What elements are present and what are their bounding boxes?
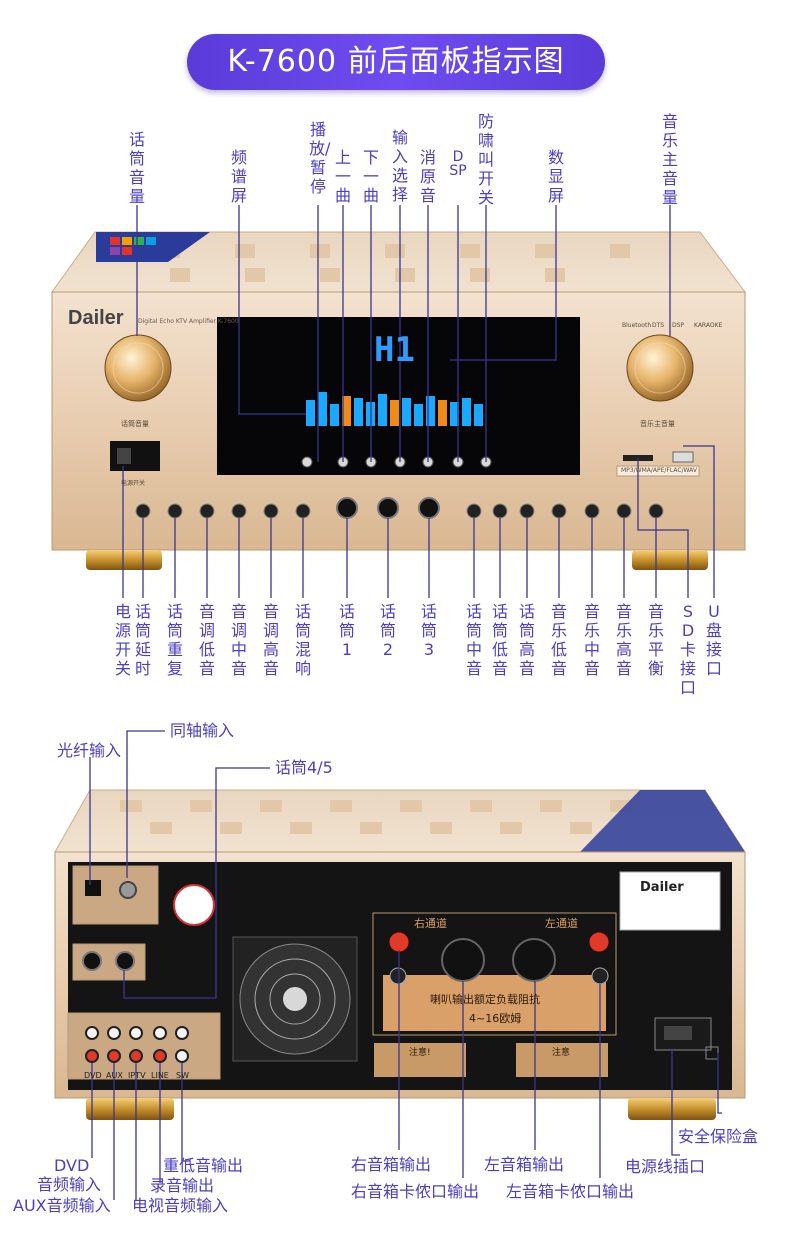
label-aux-input: AUX音频输入 [13,1196,111,1215]
label-mic-treble: 话筒高音 [518,602,535,678]
label-mic-2: 话筒2 [379,602,396,659]
label-music-bass: 音乐低音 [550,602,567,678]
label-music-mid: 音乐中音 [583,602,600,678]
label-spectrum-screen: 频谱屏 [230,148,247,205]
mic-jacks [336,497,440,519]
label-right-speakon-output: 右音箱卡侬口输出 [351,1182,480,1201]
display-screen [217,317,580,475]
label-usb-port: U盘接口 [705,602,722,678]
badge-dsp: DSP [672,322,685,329]
label-subwoofer-output: 重低音输出 [163,1156,244,1175]
label-left-speakon-output: 左音箱卡侬口输出 [506,1182,635,1201]
front-brand: Dailer [68,307,124,329]
label-digital-display: 数显屏 [547,148,564,205]
mic-volume-knob [104,334,172,402]
front-panel [51,231,746,570]
label-right-speaker-output: 右音箱输出 [351,1155,432,1174]
label-mic-4-5: 话筒4/5 [275,758,333,777]
label-music-treble: 音乐高音 [615,602,632,678]
badge-bluetooth: Bluetooth [622,322,652,329]
label-tone-bass: 音调低音 [198,602,215,678]
label-left-speaker-output: 左音箱输出 [484,1155,565,1174]
page-title: K-7600 前后面板指示图 [187,34,605,90]
label-mic-1: 话筒1 [338,602,355,659]
label-anti-howl: 防啸叫开关 [477,112,494,207]
label-tv-input: 电视音频输入 [132,1196,229,1215]
jack-label-dvd: DVD [84,1071,102,1080]
right-channel-label: 右通道 [414,917,447,930]
front-bottom-leaders [122,445,715,598]
music-knob-label: 音乐主音量 [640,420,675,428]
impedance-line1: 喇叭输出额定负载阻抗 [430,993,540,1006]
label-sd-slot: SD卡接口 [679,602,696,697]
jack-label-line: LINE [151,1071,169,1080]
label-mic-3: 话筒3 [420,602,437,659]
label-optical-input: 光纤输入 [57,741,122,760]
left-channel-label: 左通道 [545,917,578,930]
label-tone-treble: 音调高音 [262,602,279,678]
jack-label-iptv: IPTV [128,1071,146,1080]
warning-label: 注意! [409,1048,431,1058]
label-mic-volume: 话筒音量 [128,130,145,206]
label-mic-bass: 话筒低音 [491,602,508,678]
sd-format-text: MP3/WMA/APE/FLAC/WAV [621,467,697,474]
front-small-knobs [135,503,664,519]
jack-label-aux: AUX [106,1071,123,1080]
front-model-text: Digital Echo KTV Amplifier K-7600 [138,318,239,325]
jack-label-sw: SW [176,1071,189,1080]
label-tone-mid: 音调中音 [230,602,247,678]
label-power-switch: 电源开关 [114,602,131,678]
label-mic-repeat: 话筒重复 [166,602,183,678]
label-coaxial-input: 同轴输入 [170,721,235,740]
display-text: H1 [374,330,415,370]
front-top-leaders [136,205,671,462]
notice-label: 注意 [552,1048,571,1058]
label-power-socket: 电源线插口 [625,1157,706,1176]
music-volume-knob [626,334,694,402]
label-mic-delay: 话筒延时 [134,602,151,678]
label-next-track: 下一曲 [362,148,379,205]
label-play-pause: 播放/暂停 [309,120,331,196]
label-vocal-cut: 消原音 [419,148,436,205]
label-dvd: DVD [54,1156,90,1175]
spectrum-bars [306,392,483,426]
label-mic-reverb: 话筒混响 [294,602,311,678]
badge-karaoke: KARAOKE [694,322,723,329]
impedance-line2: 4~16欧姆 [469,1012,522,1025]
rear-brand: Dailer [640,880,684,895]
badge-dts: DTS [652,322,665,329]
label-fuse-box: 安全保险盒 [678,1127,759,1146]
label-audio-input: 音频输入 [37,1175,102,1194]
rear-leaders [89,730,722,1200]
label-record-output: 录音输出 [150,1176,215,1195]
label-music-balance: 音乐平衡 [647,602,664,678]
label-music-volume: 音乐主音量 [661,112,678,207]
label-dsp: DSP [449,149,467,179]
label-input-select: 输入选择 [391,128,408,204]
label-mic-mid: 话筒中音 [465,602,482,678]
label-prev-track: 上一曲 [334,148,351,205]
mic-knob-label: 话筒音量 [121,420,149,428]
power-switch-label: 电源开关 [121,480,146,487]
rear-panel [54,789,746,1120]
